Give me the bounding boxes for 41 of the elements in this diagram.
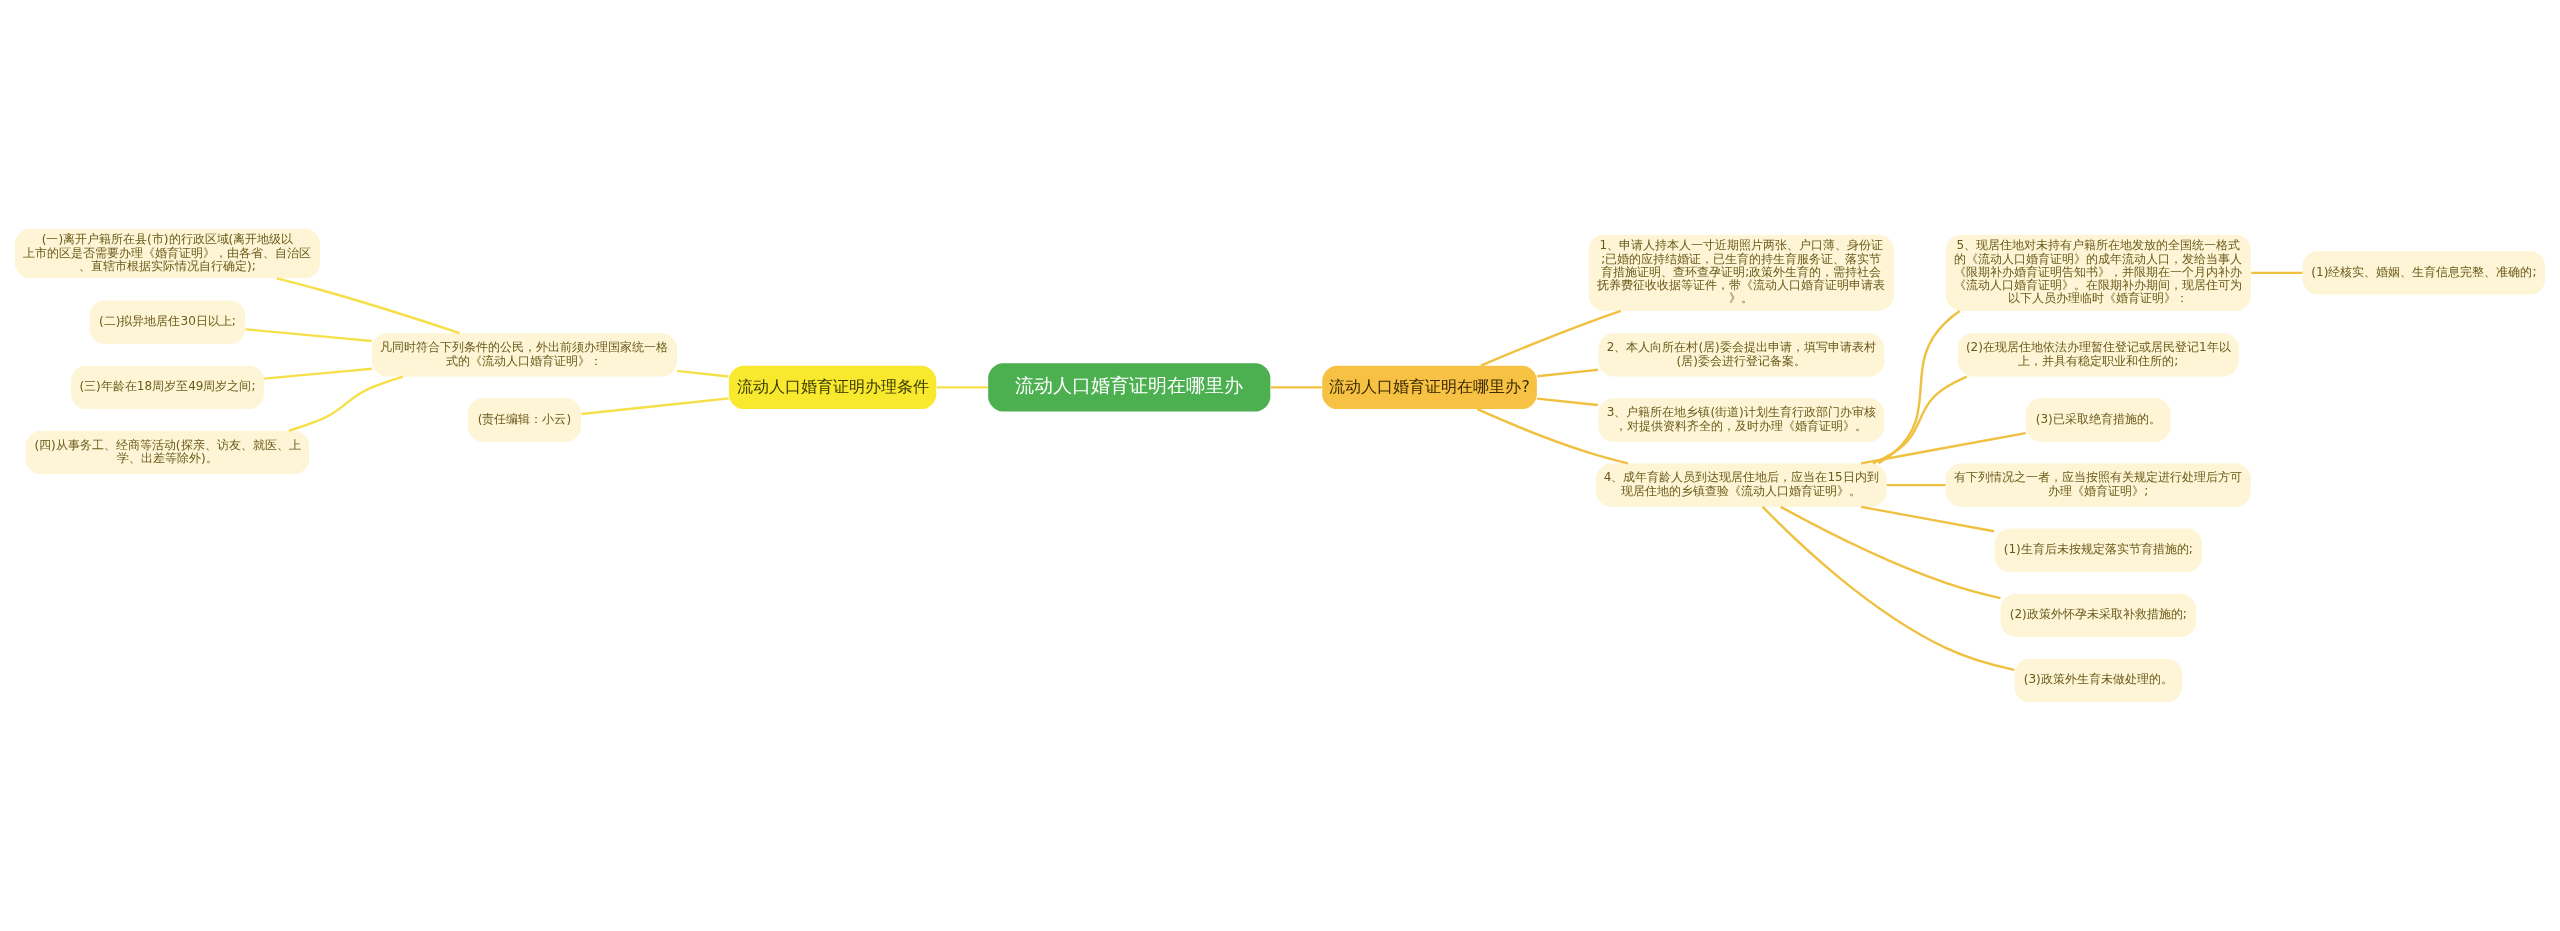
node-box: 2、本人向所在村(居)委会提出申请，填写申请表村(居)委会进行登记备案。 bbox=[1598, 333, 1885, 377]
connector bbox=[1480, 309, 1622, 367]
connector bbox=[1780, 505, 2001, 600]
node-box: (二)拟异地居住30日以上; bbox=[89, 300, 246, 344]
connector bbox=[1872, 375, 1968, 465]
connector bbox=[264, 367, 372, 380]
node-box: 1、申请人持本人一寸近期照片两张、户口薄、身份证;已婚的应持结婚证，已生育的持生育服务证、落实节育措施证明、查环查孕证明;政策外生育的，需持社会抚养费征收收据等证件，带《流动人口婚育证明申请表》。 bbox=[1588, 234, 1894, 311]
connector bbox=[276, 277, 460, 335]
connector bbox=[1860, 505, 1995, 533]
connector bbox=[245, 328, 372, 343]
connector bbox=[1860, 431, 2026, 465]
node-box: 流动人口婚育证明在哪里办 bbox=[988, 363, 1271, 412]
node-box: 有下列情况之一者，应当按照有关规定进行处理后方可办理《婚育证明》; bbox=[1945, 463, 2251, 507]
node-box: 凡同时符合下列条件的公民，外出前须办理国家统一格式的《流动人口婚育证明》： bbox=[371, 333, 677, 377]
node-box: (2)政策外怀孕未采取补救措施的; bbox=[2000, 593, 2196, 638]
connector bbox=[581, 397, 729, 416]
node-box: (三)年龄在18周岁至49周岁之间; bbox=[71, 365, 264, 410]
connector bbox=[2251, 271, 2303, 275]
node-box: 流动人口婚育证明在哪里办? bbox=[1322, 365, 1537, 410]
node-box: (责任编辑：小云) bbox=[467, 398, 582, 442]
node-box: (1)经核实、婚姻、生育信息完整、准确的; bbox=[2302, 251, 2546, 295]
node-box: (1)生育后未按规定落实节育措施的; bbox=[1994, 528, 2202, 572]
connector bbox=[1886, 483, 1946, 487]
node-box: 4、成年育龄人员到达现居住地后，应当在15日内到现居住地的乡镇查验《流动人口婚育证明》。 bbox=[1595, 463, 1887, 507]
node-box: (3)政策外生育未做处理的。 bbox=[2014, 658, 2183, 703]
node-box: (一)离开户籍所在县(市)的行政区域(离开地级以上市的区是否需要办理《婚育证明》，由各省、自治区、直辖市根据实际情况自行确定); bbox=[14, 228, 321, 279]
connector bbox=[677, 369, 729, 378]
node-box: 流动人口婚育证明办理条件 bbox=[728, 365, 937, 410]
node-box: (2)在现居住地依法办理暂住登记或居民登记1年以上，并具有稳定职业和住所的; bbox=[1957, 333, 2239, 377]
connector bbox=[1761, 506, 2015, 671]
node-box: 3、户籍所在地乡镇(街道)计划生育行政部门办审核，对提供资料齐全的，及时办理《婚育证明》。 bbox=[1598, 398, 1885, 442]
connector bbox=[936, 386, 988, 389]
node-box: 5、现居住地对未持有户籍所在地发放的全国统一格式的《流动人口婚育证明》的成年流动人口，发给当事人《限期补办婚育证明告知书》，并限期在一个月内补办《流动人口婚育证明》。在限期补办期间，现居住可为以下人员办理临时《婚育证明》： bbox=[1945, 234, 2251, 311]
connector bbox=[1878, 310, 1961, 465]
connector bbox=[1270, 386, 1322, 389]
connector bbox=[1537, 397, 1599, 407]
connector bbox=[1476, 408, 1629, 465]
connector bbox=[288, 375, 404, 432]
node-box: (四)从事务工、经商等活动(探亲、访友、就医、上学、出差等除外)。 bbox=[25, 430, 310, 475]
node-box: (3)已采取绝育措施的。 bbox=[2025, 398, 2171, 442]
connector bbox=[1537, 368, 1599, 378]
